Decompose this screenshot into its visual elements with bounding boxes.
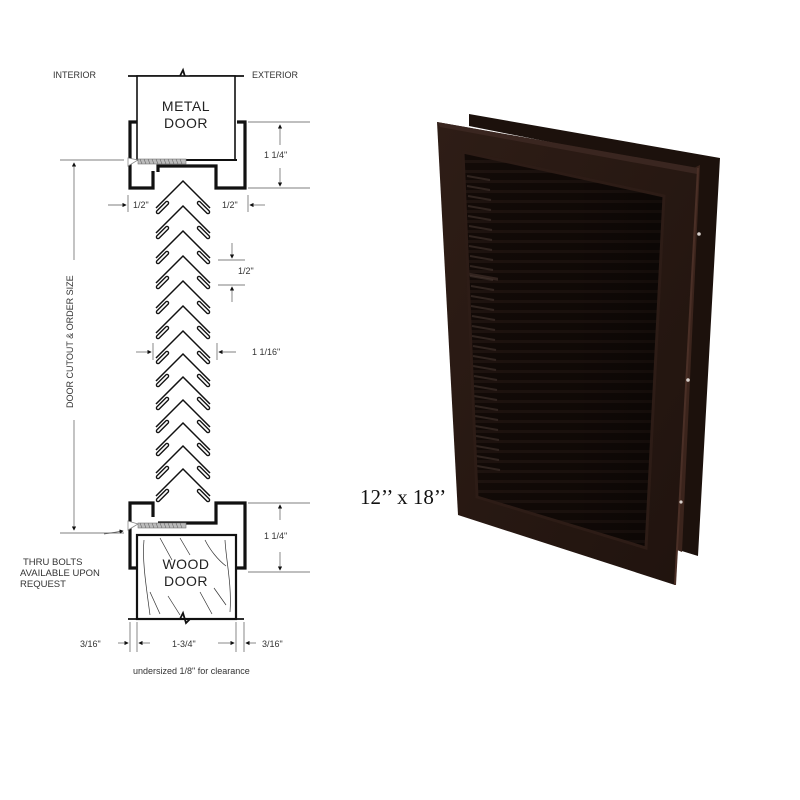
offset-right-dim: 1/2"	[222, 200, 238, 210]
metal-door-label-line1: METAL	[161, 98, 211, 114]
offset-left-dim: 1/2"	[133, 200, 149, 210]
clearance-note: undersized 1/8" for clearance	[133, 666, 250, 676]
edge-left-dim: 3/16"	[80, 639, 101, 649]
metal-door-label: METAL DOOR	[150, 98, 222, 132]
bottom-frame-channel	[128, 501, 247, 570]
wood-door-label-line1: WOOD	[162, 556, 210, 572]
product-size-label: 12’’ x 18’’	[360, 485, 447, 509]
wood-door-label-line2: DOOR	[164, 573, 208, 589]
exterior-label: EXTERIOR	[252, 70, 299, 80]
louver-cross-section-drawing	[60, 67, 310, 652]
frame-depth-top-dim: 1 1/4"	[264, 150, 288, 160]
screw-icon	[679, 500, 683, 504]
dimension-lines	[60, 121, 310, 652]
thru-bolts-line1: THRU BOLTS	[23, 557, 83, 568]
interior-label: INTERIOR	[53, 70, 97, 80]
screw-icon	[686, 378, 690, 382]
screw-icon	[127, 520, 187, 531]
louver-blades	[156, 179, 210, 500]
thru-bolts-note: THRU BOLTS AVAILABLE UPON REQUEST	[20, 557, 100, 590]
edge-right-dim: 3/16"	[262, 639, 283, 649]
thru-bolts-line2: AVAILABLE UPON	[20, 568, 100, 579]
metal-door-label-line2: DOOR	[164, 115, 208, 131]
frame-depth-bottom-dim: 1 1/4"	[264, 531, 288, 541]
thru-bolts-line3: REQUEST	[20, 579, 66, 590]
screw-icon	[697, 232, 701, 236]
front-frame	[437, 122, 699, 586]
wood-door	[128, 533, 244, 625]
screw-icon	[127, 157, 187, 167]
wood-door-label: WOOD DOOR	[150, 556, 222, 590]
door-thickness-dim: 1-3/4"	[172, 639, 196, 649]
mounting-screws	[679, 232, 701, 504]
blade-spacing-dim: 1/2"	[238, 266, 254, 276]
blade-depth-dim: 1 1/16"	[252, 347, 281, 357]
